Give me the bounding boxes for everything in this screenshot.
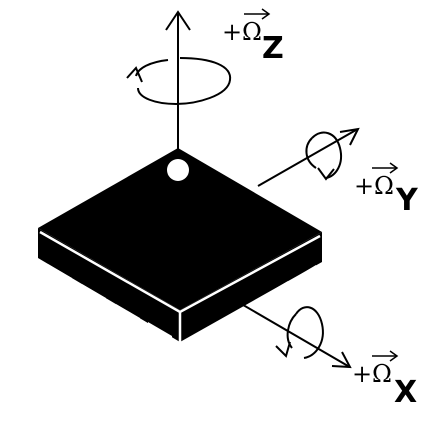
y-label-omega: Ω bbox=[374, 172, 394, 200]
y-label: + Ω Y bbox=[354, 162, 419, 218]
x-label-omega: Ω bbox=[372, 360, 392, 388]
y-label-sign: + bbox=[354, 172, 374, 200]
right-side-pads bbox=[196, 265, 316, 342]
y-rotation-arrow bbox=[305, 131, 342, 181]
x-rotation-arrow bbox=[275, 306, 324, 359]
chip-package bbox=[38, 148, 322, 342]
z-label-omega: Ω bbox=[242, 18, 262, 46]
chip-top-face bbox=[38, 148, 322, 310]
z-label: + Ω Z bbox=[222, 8, 284, 66]
chip-right-side bbox=[180, 232, 322, 342]
pin1-marker bbox=[167, 159, 189, 181]
x-label: + Ω X bbox=[352, 350, 417, 410]
left-side-pads bbox=[48, 264, 172, 342]
x-axis bbox=[237, 301, 352, 369]
z-rotation-arrow bbox=[126, 57, 232, 106]
z-label-axis: Z bbox=[262, 31, 284, 66]
chip-left-side bbox=[38, 228, 180, 342]
x-label-sign: + bbox=[352, 360, 372, 388]
z-axis bbox=[165, 10, 191, 158]
z-label-sign: + bbox=[222, 18, 242, 46]
x-label-axis: X bbox=[394, 375, 417, 410]
y-label-axis: Y bbox=[395, 183, 419, 218]
